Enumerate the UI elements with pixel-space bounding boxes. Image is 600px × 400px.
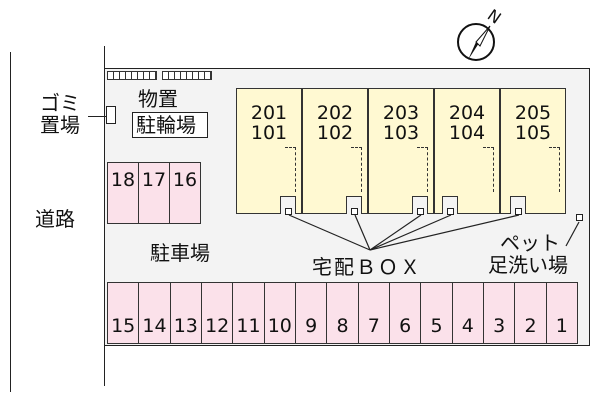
parking-space-9: 9 — [295, 282, 328, 344]
parking-space-number: 2 — [524, 315, 537, 337]
parking-space-10: 10 — [263, 282, 296, 344]
parking-space-14: 14 — [138, 282, 171, 344]
parking-space-number: 5 — [430, 315, 443, 337]
unit-entrance-dashed-line — [483, 147, 494, 192]
unit-number-upper: 201 — [250, 102, 288, 124]
delivery-box-label: 宅配ＢＯＸ — [312, 255, 422, 279]
garbage-bin — [106, 106, 116, 124]
parking-space-number: 1 — [555, 315, 568, 337]
parking-space-number: 12 — [205, 315, 230, 337]
delivery-box — [417, 208, 424, 215]
parking-space-number: 14 — [142, 315, 167, 337]
delivery-box — [285, 208, 292, 215]
bicycle-rack-left — [107, 71, 157, 80]
parking-space-1: 1 — [545, 282, 578, 344]
unit-number-lower: 105 — [514, 122, 552, 144]
parking-space-number: 18 — [110, 169, 136, 191]
unit-entrance-dashed-line — [549, 147, 560, 192]
parking-space-16: 16 — [169, 162, 201, 224]
unit-entrance-dashed-line — [417, 147, 428, 192]
parking-space-13: 13 — [169, 282, 202, 344]
parking-space-6: 6 — [389, 282, 422, 344]
delivery-box — [515, 208, 522, 215]
unit-number-lower: 103 — [382, 122, 420, 144]
parking-space-number: 3 — [493, 315, 506, 337]
unit-205-105: 205 105 — [500, 88, 566, 214]
road-label: 道路 — [35, 207, 75, 231]
delivery-box — [447, 208, 454, 215]
unit-number-lower: 101 — [250, 122, 288, 144]
parking-space-number: 13 — [173, 315, 198, 337]
bicycle-parking-box — [132, 112, 208, 138]
unit-202-102: 202 102 — [302, 88, 368, 214]
garbage-label-line1: ゴミ — [40, 91, 80, 115]
unit-number-lower: 104 — [448, 122, 486, 144]
unit-number-upper: 205 — [514, 102, 552, 124]
unit-number-upper: 203 — [382, 102, 420, 124]
bicycle-parking-label: 駐輪場 — [136, 113, 196, 137]
parking-space-4: 4 — [451, 282, 484, 344]
parking-space-15: 15 — [107, 282, 140, 344]
pet-wash-station — [576, 214, 583, 221]
parking-space-number: 10 — [267, 315, 292, 337]
unit-number-upper: 202 — [316, 102, 354, 124]
pet-wash-label-line1: ペット — [500, 231, 560, 255]
unit-number-upper: 204 — [448, 102, 486, 124]
parking-space-5: 5 — [420, 282, 453, 344]
parking-space-number: 17 — [141, 169, 167, 191]
bicycle-rack-right — [162, 71, 212, 80]
parking-space-11: 11 — [232, 282, 265, 344]
entrance-notch — [412, 196, 428, 214]
unit-204-104: 204 104 — [434, 88, 500, 214]
unit-203-103: 203 103 — [368, 88, 434, 214]
parking-space-number: 9 — [305, 315, 318, 337]
unit-201-101: 201 101 — [236, 88, 302, 214]
entrance-notch — [510, 196, 526, 214]
parking-space-number: 16 — [172, 169, 198, 191]
entrance-notch — [280, 196, 296, 214]
garbage-leader-line — [88, 116, 106, 117]
parking-space-3: 3 — [483, 282, 516, 344]
parking-space-number: 6 — [399, 315, 412, 337]
parking-label: 駐車場 — [150, 241, 210, 265]
parking-space-8: 8 — [326, 282, 359, 344]
parking-space-number: 7 — [367, 315, 380, 337]
unit-entrance-dashed-line — [285, 147, 296, 192]
unit-number-lower: 102 — [316, 122, 354, 144]
garbage-label-line2: 置場 — [40, 113, 80, 137]
road-edge-line-left — [10, 52, 11, 392]
parking-space-number: 15 — [111, 315, 136, 337]
storage-label: 物置 — [138, 87, 178, 111]
parking-space-17: 17 — [138, 162, 170, 224]
parking-space-number: 4 — [461, 315, 474, 337]
entrance-notch — [346, 196, 362, 214]
parking-space-7: 7 — [357, 282, 390, 344]
parking-space-number: 11 — [236, 315, 261, 337]
unit-entrance-dashed-line — [351, 147, 362, 192]
pet-wash-label-line2: 足洗い場 — [488, 253, 568, 277]
delivery-box — [351, 208, 358, 215]
compass-north-arrow-icon — [450, 2, 510, 72]
parking-space-2: 2 — [514, 282, 547, 344]
parking-space-number: 8 — [336, 315, 349, 337]
parking-space-12: 12 — [201, 282, 234, 344]
entrance-notch — [442, 196, 458, 214]
